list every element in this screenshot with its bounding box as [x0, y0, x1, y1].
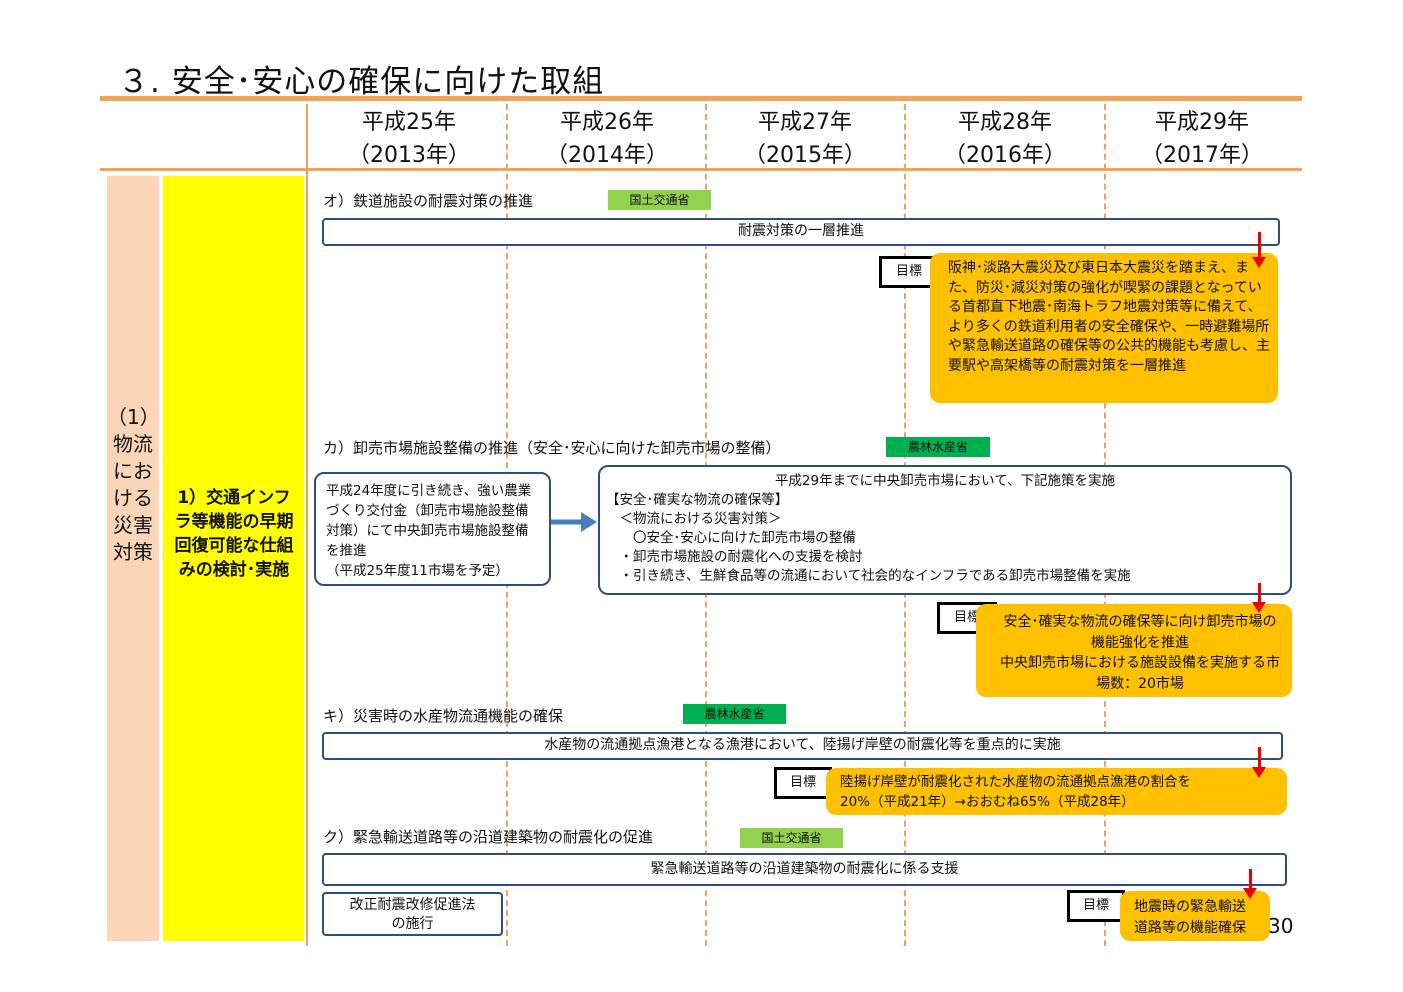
- ministry-tag: 国土交通省: [608, 190, 711, 210]
- market-plan-title: 平成29年までに中央卸売市場において、下記施策を実施: [774, 473, 1116, 489]
- market-plan-line: ＜物流における災害対策＞: [606, 511, 782, 527]
- subcategory-column: [163, 176, 304, 941]
- page-number: 30: [1268, 914, 1294, 938]
- section-heading-market: カ）卸売市場施設整備の推進（安全･安心に向けた卸売市場の整備）: [323, 439, 781, 457]
- market-plan-line: ・引き続き、生鮮食品等の流通において社会的なインフラである卸売市場整備を実施: [606, 568, 1131, 584]
- section-heading-roadside: ク）緊急輸送道路等の沿道建築物の耐震化の促進: [323, 828, 654, 846]
- section-heading-fishery: キ）災害時の水産物流通機能の確保: [323, 707, 564, 725]
- year-label: 平成28年: [958, 110, 1052, 135]
- roadside-goal-box: 地震時の緊急輸送 道路等の機能確保: [1120, 891, 1270, 941]
- market-goal-box: 安全･確実な物流の確保等に向け卸売市場の機能強化を推進 中央卸売市場における施設…: [976, 604, 1292, 697]
- railway-goal-box: 阪神･淡路大震災及び東日本大震災を踏まえ、また、防災･減災対策の強化が喫緊の課題…: [930, 253, 1278, 403]
- year-western: （2017年）: [1141, 143, 1263, 168]
- subcategory-label: 1）交通インフラ等機能の早期回復可能な仕組みの検討･実施: [174, 488, 294, 580]
- year-western: （2015年）: [744, 143, 866, 168]
- year-header-2015: 平成27年 （2015年）: [706, 106, 904, 172]
- market-current-box: 平成24年度に引き続き、強い農業づくり交付金（卸売市場施設整備対策）にて中央卸売…: [314, 472, 551, 586]
- year-header-2016: 平成28年 （2016年）: [906, 106, 1104, 172]
- roadside-bar: 緊急輸送道路等の沿道建築物の耐震化に係る支援: [322, 853, 1287, 886]
- section-heading-railway: オ）鉄道施設の耐震対策の推進: [323, 192, 534, 210]
- year-western: （2013年）: [348, 143, 470, 168]
- category-column: [107, 176, 159, 941]
- year-label: 平成26年: [560, 110, 654, 135]
- category-label: （1） 物流における災害対策: [107, 405, 160, 564]
- fishery-bar: 水産物の流通拠点漁港となる漁港において、陸揚げ岸壁の耐震化等を重点的に実施: [322, 732, 1283, 760]
- year-label: 平成27年: [758, 110, 852, 135]
- goal-label: 目標: [774, 767, 832, 799]
- fishery-goal-box: 陸揚げ岸壁が耐震化された水産物の流通拠点漁港の割合を 20%（平成21年）→おお…: [826, 768, 1287, 815]
- page-title: ３. 安全･安心の確保に向けた取組: [118, 64, 605, 100]
- market-plan-line: ・卸売市場施設の耐震化への支援を検討: [606, 549, 863, 565]
- year-label: 平成29年: [1155, 110, 1249, 135]
- year-western: （2014年）: [546, 143, 668, 168]
- right-arrow-icon: [551, 512, 597, 532]
- law-enforcement-box: 改正耐震改修促進法 の施行: [322, 892, 503, 936]
- market-plan-line: 【安全･確実な物流の確保等】: [606, 492, 789, 508]
- year-header-2013: 平成25年 （2013年）: [310, 106, 508, 172]
- ministry-tag: 国土交通省: [740, 828, 843, 848]
- year-label: 平成25年: [362, 110, 456, 135]
- title-divider: [100, 96, 1302, 101]
- year-header-2014: 平成26年 （2014年）: [508, 106, 706, 172]
- goal-label: 目標: [1067, 890, 1125, 922]
- year-header-2017: 平成29年 （2017年）: [1103, 106, 1301, 172]
- year-western: （2016年）: [944, 143, 1066, 168]
- market-plan-box: 平成29年までに中央卸売市場において、下記施策を実施 【安全･確実な物流の確保等…: [598, 465, 1292, 595]
- ministry-tag: 農林水産省: [683, 704, 786, 724]
- railway-bar: 耐震対策の一層推進: [322, 218, 1280, 246]
- header-divider: [100, 168, 1302, 171]
- ministry-tag: 農林水産省: [886, 437, 990, 457]
- market-plan-line: 〇安全･安心に向けた卸売市場の整備: [606, 530, 856, 546]
- column-divider: [306, 104, 308, 946]
